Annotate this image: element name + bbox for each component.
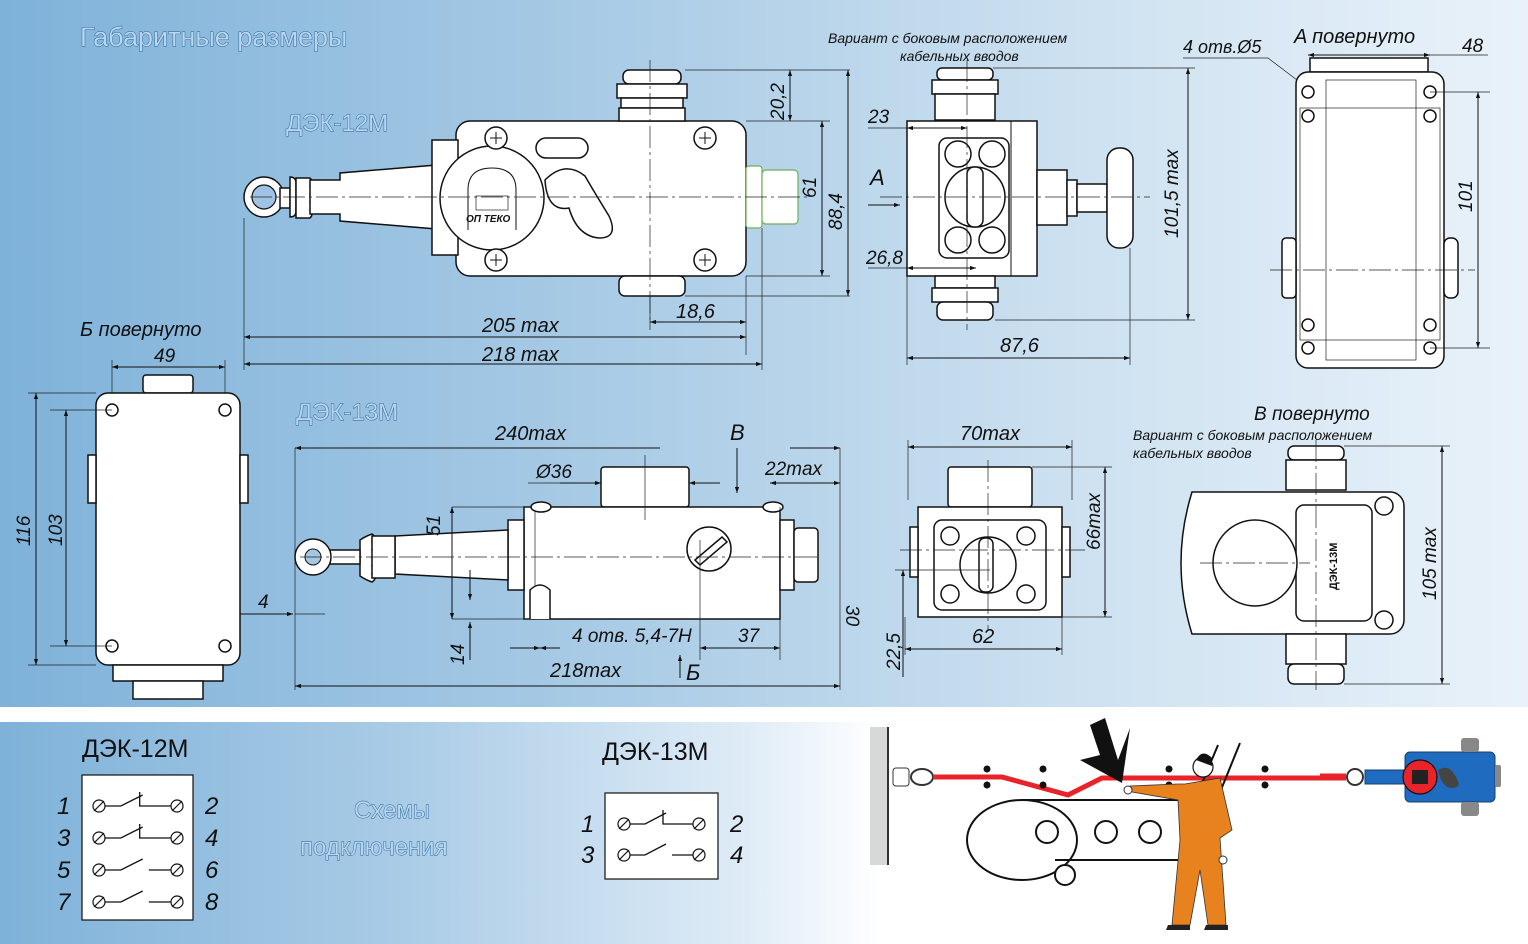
terminal-number: 4 [730, 842, 743, 869]
dim-26-8: 26,8 [865, 248, 903, 269]
dek12-side-view: Вариант с боковым расположением кабельны… [828, 30, 1195, 365]
rotated-v-title: В повернуто [1254, 404, 1370, 425]
dim-30: 30 [841, 605, 862, 627]
dek13-rotated-view-v: В повернуто Вариант с боковым расположен… [1133, 404, 1450, 690]
terminal-number: 6 [205, 857, 219, 884]
terminal-number: 4 [205, 825, 218, 852]
wiring-dek13-label: ДЭК-13М [602, 738, 708, 766]
worker-figure [1123, 753, 1233, 930]
dim-48: 48 [1462, 36, 1484, 57]
terminal-number: 2 [729, 811, 743, 838]
wiring-title-2: подключения [300, 834, 448, 861]
view-letter-a: A [868, 165, 885, 190]
dim-116: 116 [14, 515, 35, 546]
plate-label: ДЭК-13М [1328, 543, 1340, 590]
cable [933, 774, 1320, 798]
switch-contact [105, 826, 143, 839]
terminal-number: 3 [581, 842, 595, 869]
switch-contact [630, 812, 667, 825]
terminal-number: 7 [57, 889, 72, 916]
wiring-title-1: Схемы [354, 797, 430, 824]
dim-49: 49 [154, 346, 176, 367]
holes-label: 4 отв.Ø5 [1183, 37, 1262, 57]
dim-d36: Ø36 [535, 462, 572, 483]
pull-arrow-icon [1080, 718, 1130, 783]
dim-62: 62 [972, 626, 994, 648]
dim-88-4: 88,4 [826, 193, 847, 230]
wiring-dek12-label: ДЭК-12М [82, 735, 188, 763]
dim-18-6: 18,6 [676, 301, 716, 323]
dim-holes: 4 отв. 5,4-7Н [572, 626, 692, 647]
dim-101: 101 [1456, 180, 1477, 212]
rotated-b-title: Б повернуто [80, 319, 202, 341]
rotated-a-title: A повернуто [1293, 26, 1415, 48]
terminal-number: 2 [204, 793, 218, 820]
dek12-side-caption-2: кабельных вводов [900, 48, 1019, 64]
dim-4: 4 [258, 592, 269, 613]
dim-87-6: 87,6 [1000, 335, 1040, 357]
dim-103: 103 [46, 514, 67, 546]
dek12-rotated-view-a: A повернуто 4 отв.Ø5 48 101 [1183, 26, 1490, 369]
switch-device-icon [1346, 738, 1501, 816]
dim-14: 14 [448, 644, 469, 665]
dim-61: 61 [800, 177, 821, 198]
dek12-front-view: ОП ТЕКО 20,2 61 88,4 18,6 205 max 218 ma… [243, 60, 851, 370]
dim-105-max: 105 max [1420, 526, 1441, 600]
dim-22-5: 22,5 [884, 633, 905, 671]
dek13-rotated-caption-1: Вариант с боковым расположением [1133, 427, 1372, 443]
dek13-front-view: 240max В Ø36 22max 51 [240, 420, 862, 690]
dim-218-max-13: 218max [549, 660, 622, 682]
dim-218-max: 218 max [481, 344, 560, 366]
terminal-number: 8 [205, 889, 219, 916]
dek12-side-caption-1: Вариант с боковым расположением [828, 30, 1067, 46]
wall [870, 727, 888, 865]
dek13-side-view: 70max 66max 62 22,5 [884, 423, 1112, 677]
terminal-number: 1 [57, 793, 70, 820]
switch-contact [105, 794, 143, 807]
view-letter-b: Б [686, 660, 700, 685]
terminal-number: 5 [57, 857, 71, 884]
mounting-hole-icon [1301, 85, 1437, 355]
wiring-dek13-box [604, 792, 719, 880]
dim-37: 37 [738, 626, 761, 647]
dek13-title: ДЭК-13М [296, 399, 398, 426]
dim-240-max: 240max [494, 423, 567, 445]
device-marking: ОП ТЕКО [466, 214, 511, 225]
dek13-rotated-caption-2: кабельных вводов [1133, 445, 1252, 461]
terminal-number: 1 [581, 811, 594, 838]
usage-illustration [870, 718, 1501, 930]
screw-icon [484, 126, 717, 272]
dim-66-max: 66max [1084, 491, 1105, 550]
switch-contact [105, 858, 143, 871]
switch-contact [105, 890, 143, 903]
dim-gland-height: 20,2 [768, 83, 789, 121]
dim-70-max: 70max [960, 423, 1021, 445]
switch-contact [630, 843, 667, 856]
dim-51: 51 [424, 515, 445, 536]
dim-205-max: 205 max [481, 315, 560, 337]
view-letter-v: В [730, 420, 745, 445]
dim-23: 23 [867, 107, 890, 128]
dek13-rotated-view-b: Б повернуто 49 116 103 [14, 319, 249, 700]
dek12-title: ДЭК-12М [286, 110, 388, 137]
dim-22-max: 22max [764, 459, 824, 480]
page-title: Габаритные размеры [80, 22, 347, 52]
terminal-number: 3 [57, 825, 71, 852]
dim-101-5-max: 101,5 max [1162, 148, 1183, 238]
